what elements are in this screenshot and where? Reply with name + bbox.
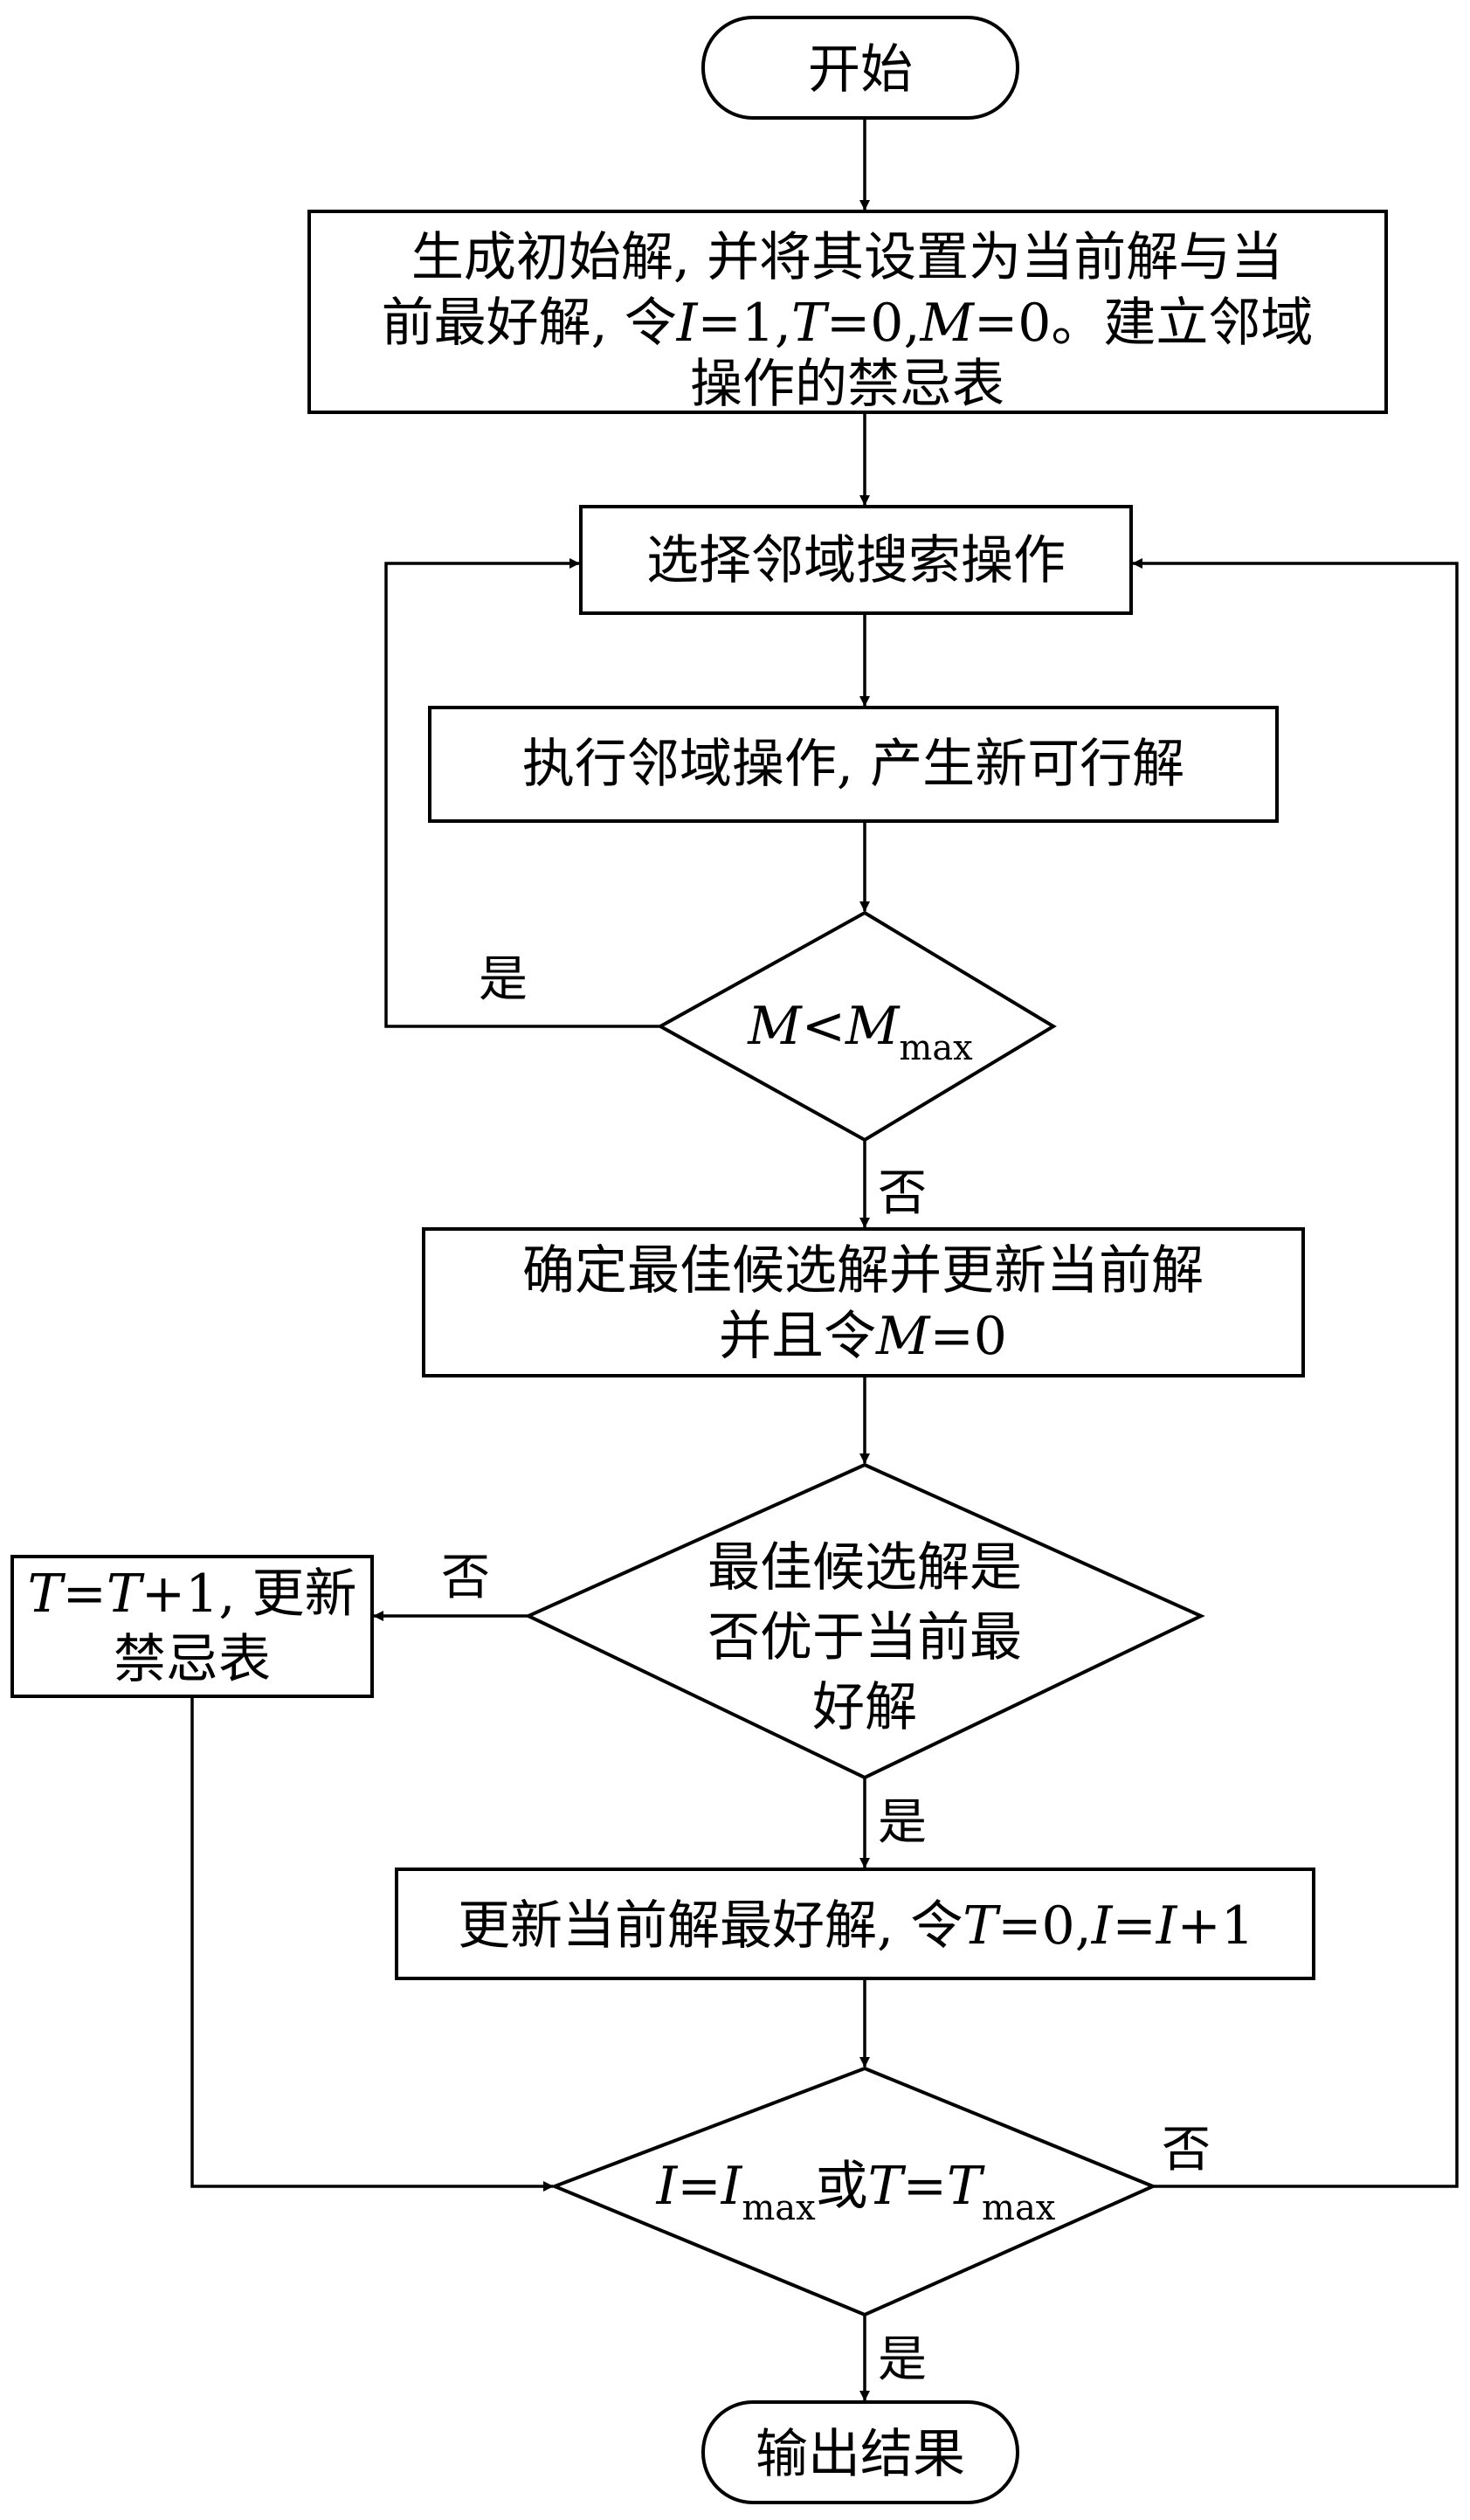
end-condition-label: I=Imax或T=Tmax (656, 2156, 1056, 2228)
arrow-tabu-to-end (190, 1696, 554, 2192)
output-terminal (701, 2400, 1019, 2504)
select-neighborhood-box (579, 505, 1133, 615)
best-candidate-box (422, 1227, 1305, 1377)
output-label: 输出结果 (756, 2424, 965, 2485)
better-yes-label: 是 (878, 1794, 927, 1851)
tabu-line-1: T=T+1, 更新 (28, 1564, 357, 1625)
init-process-box (307, 210, 1388, 414)
m-yes-label: 是 (479, 951, 528, 1008)
init-line-1: 生成初始解, 并将其设置为当前解与当 (411, 227, 1283, 288)
better-line-1: 最佳候选解是 (707, 1537, 1022, 1598)
tabu-line-2: 禁忌表 (114, 1629, 271, 1690)
update-label: 更新当前解最好解, 令T=0,I=I+1 (458, 1895, 1254, 1957)
best-line-1: 确定最佳候选解并更新当前解 (522, 1240, 1204, 1301)
m-condition-label: M<Mmax (747, 996, 973, 1068)
better-line-2: 否优于当前最 (707, 1607, 1022, 1668)
execute-label: 执行邻域操作, 产生新可行解 (522, 734, 1184, 795)
start-label: 开始 (808, 39, 913, 100)
execute-operation-box (428, 706, 1279, 823)
arrow-m-yes-loop (384, 558, 660, 1028)
best-line-2: 并且令M=0 (719, 1306, 1007, 1367)
end-no-label: 否 (1162, 2122, 1211, 2178)
update-best-box (395, 1868, 1315, 1980)
arrow-end-no-loop (1132, 558, 1459, 2188)
start-terminal (701, 16, 1019, 120)
end-yes-label: 是 (878, 2331, 927, 2388)
better-line-3: 好解 (812, 1677, 917, 1738)
m-no-label: 否 (878, 1165, 927, 1222)
init-line-2: 前最好解, 令I=1,T=0,M=0。建立邻域 (382, 293, 1314, 354)
init-line-3: 操作的禁忌表 (690, 354, 1004, 415)
select-label: 选择邻域搜索操作 (646, 530, 1066, 591)
tabu-update-box (10, 1555, 374, 1698)
better-no-label: 否 (441, 1550, 490, 1606)
